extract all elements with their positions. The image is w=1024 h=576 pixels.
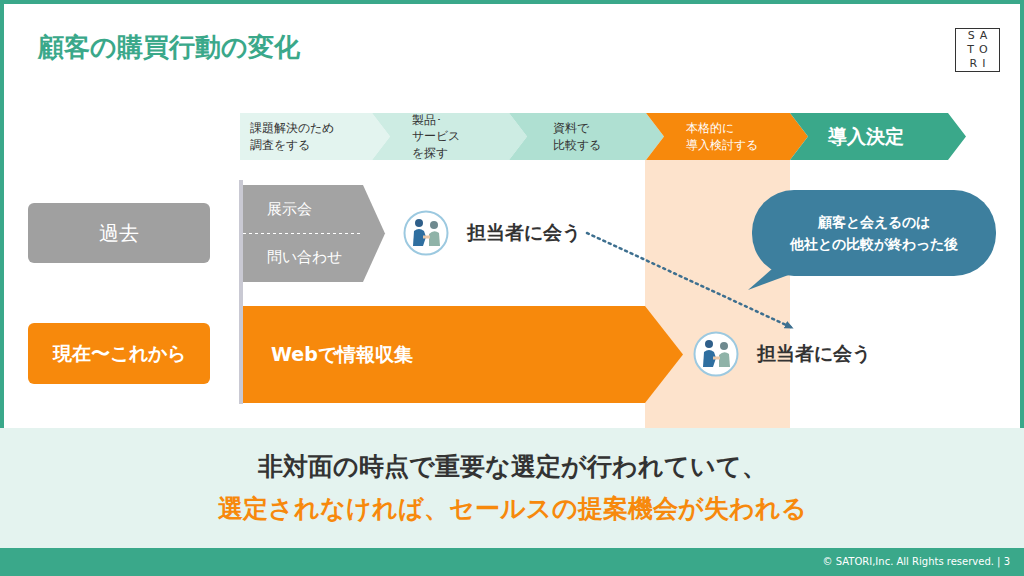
timeline-axis [239, 180, 243, 404]
stage-chevron: 導入決定 [790, 113, 966, 160]
node-content: 展示会問い合わせ [243, 185, 385, 282]
frame-top [0, 0, 1024, 4]
handshake-icon [403, 210, 449, 256]
node-text: SA TO RI [962, 29, 992, 70]
node-text: 顧客と会えるのは 他社との比較が終わった後 [790, 211, 958, 256]
stage-chevron: 資料で 比較する [509, 113, 664, 160]
node-content: 本格的に 導入検討する [646, 113, 808, 160]
node-text: 過去 [99, 220, 139, 247]
node-text: 課題解決のため 調査をする [250, 120, 334, 152]
node-content: 製品･サービス を探す [372, 113, 527, 160]
node-text: 非対面の時点で重要な選定が行われていて、 [258, 446, 767, 489]
bubble-shape [752, 190, 996, 276]
stage-chevron: 本格的に 導入検討する [646, 113, 808, 160]
node-text: Webで情報収集 [271, 342, 413, 368]
chevron-shape [509, 113, 664, 160]
node-text: 導入決定 [828, 124, 904, 150]
chevron-shape [646, 113, 808, 160]
node-content: SA TO RI [956, 29, 999, 71]
node-content: 現在〜これから [28, 323, 210, 384]
stage-chevron: 課題解決のため 調査をする [240, 113, 390, 160]
web-chevron: Webで情報収集 [243, 306, 683, 403]
logo-box: SA TO RI [955, 28, 1000, 72]
node-text: 問い合わせ [267, 248, 342, 267]
row-label: 現在〜これから [28, 323, 210, 384]
chevron-shape [240, 113, 390, 160]
message-band: 非対面の時点で重要な選定が行われていて、選定されなければ、セールスの提案機会が失… [0, 428, 1024, 548]
node-text: 担当者に会う [757, 341, 871, 367]
node-text: 資料で 比較する [553, 120, 601, 152]
node-content: 顧客と会えるのは 他社との比較が終わった後 [752, 190, 996, 276]
footer-bar [0, 548, 1024, 576]
node-text: 本格的に 導入検討する [686, 120, 758, 152]
channel-chevron: 展示会問い合わせ [243, 185, 385, 282]
node-text: 選定されなければ、セールスの提案機会が失われる [218, 488, 807, 531]
node-text: 展示会 [267, 200, 312, 219]
node-text: 製品･サービス を探す [412, 112, 460, 161]
node-content: 資料で 比較する [509, 113, 664, 160]
node-content: Webで情報収集 [243, 306, 683, 403]
chevron-shape [243, 185, 385, 282]
node-content: 担当者に会う [693, 331, 871, 377]
node-content: 過去 [28, 203, 210, 263]
handshake-icon [693, 331, 739, 377]
speech-bubble: 顧客と会えるのは 他社との比較が終わった後 [752, 190, 996, 276]
node-content: 非対面の時点で重要な選定が行われていて、選定されなければ、セールスの提案機会が失… [0, 428, 1024, 548]
node-text: 担当者に会う [467, 220, 581, 246]
node-content: 導入決定 [790, 113, 966, 160]
node-text: 現在〜これから [53, 341, 186, 367]
node-content: 課題解決のため 調査をする [240, 113, 390, 160]
node-content: 担当者に会う [403, 210, 581, 256]
meeting-item: 担当者に会う [693, 331, 871, 377]
row-label: 過去 [28, 203, 210, 263]
dashed-divider [243, 185, 385, 282]
meeting-item: 担当者に会う [403, 210, 581, 256]
slide-title: 顧客の購買行動の変化 [38, 30, 300, 65]
stage-chevron: 製品･サービス を探す [372, 113, 527, 160]
footer-note: © SATORI,Inc. All Rights reserved. | 3 [823, 556, 1010, 567]
